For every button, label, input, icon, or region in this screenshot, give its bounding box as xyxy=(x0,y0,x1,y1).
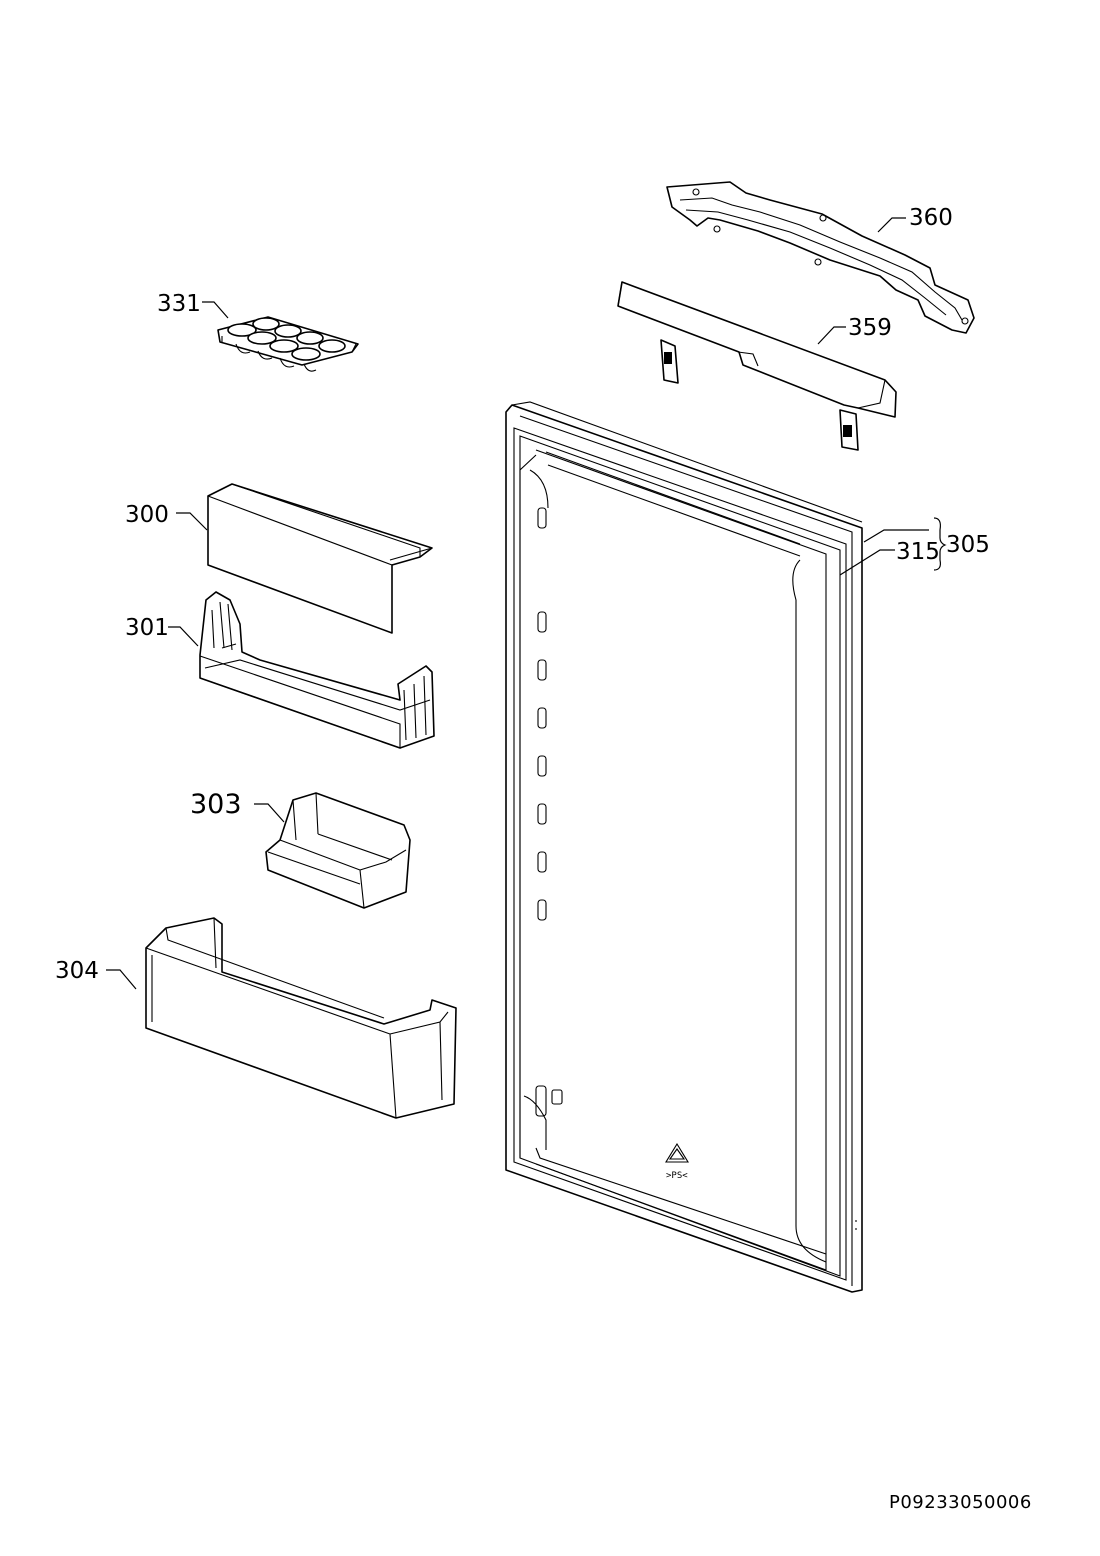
label-301: 301 xyxy=(125,615,169,641)
recycle-symbol-icon: >PS< xyxy=(665,1142,689,1181)
small-shelf-303 xyxy=(265,792,411,909)
door-shelf-301 xyxy=(199,591,435,749)
label-315: 315 xyxy=(896,539,940,565)
label-303: 303 xyxy=(190,789,242,820)
leader-lines xyxy=(106,217,947,990)
door-shelf-rails xyxy=(535,507,563,1117)
label-360: 360 xyxy=(909,205,953,231)
egg-tray-331 xyxy=(217,316,359,372)
document-code: P09233050006 xyxy=(889,1492,1032,1513)
recycle-material-mark: >PS< xyxy=(666,1171,688,1181)
shelf-flap-300 xyxy=(207,483,433,634)
label-359: 359 xyxy=(848,315,892,341)
part-labels: 331 360 359 300 301 303 304 315 305 xyxy=(55,205,990,984)
hinge-cover-359 xyxy=(617,281,897,451)
door-assembly-305: >PS< xyxy=(505,401,863,1293)
bottle-shelf-304 xyxy=(145,917,457,1119)
label-305: 305 xyxy=(946,532,990,558)
label-331: 331 xyxy=(157,291,201,317)
label-304: 304 xyxy=(55,958,99,984)
hinge-bracket-360 xyxy=(666,181,975,334)
label-300: 300 xyxy=(125,502,169,528)
